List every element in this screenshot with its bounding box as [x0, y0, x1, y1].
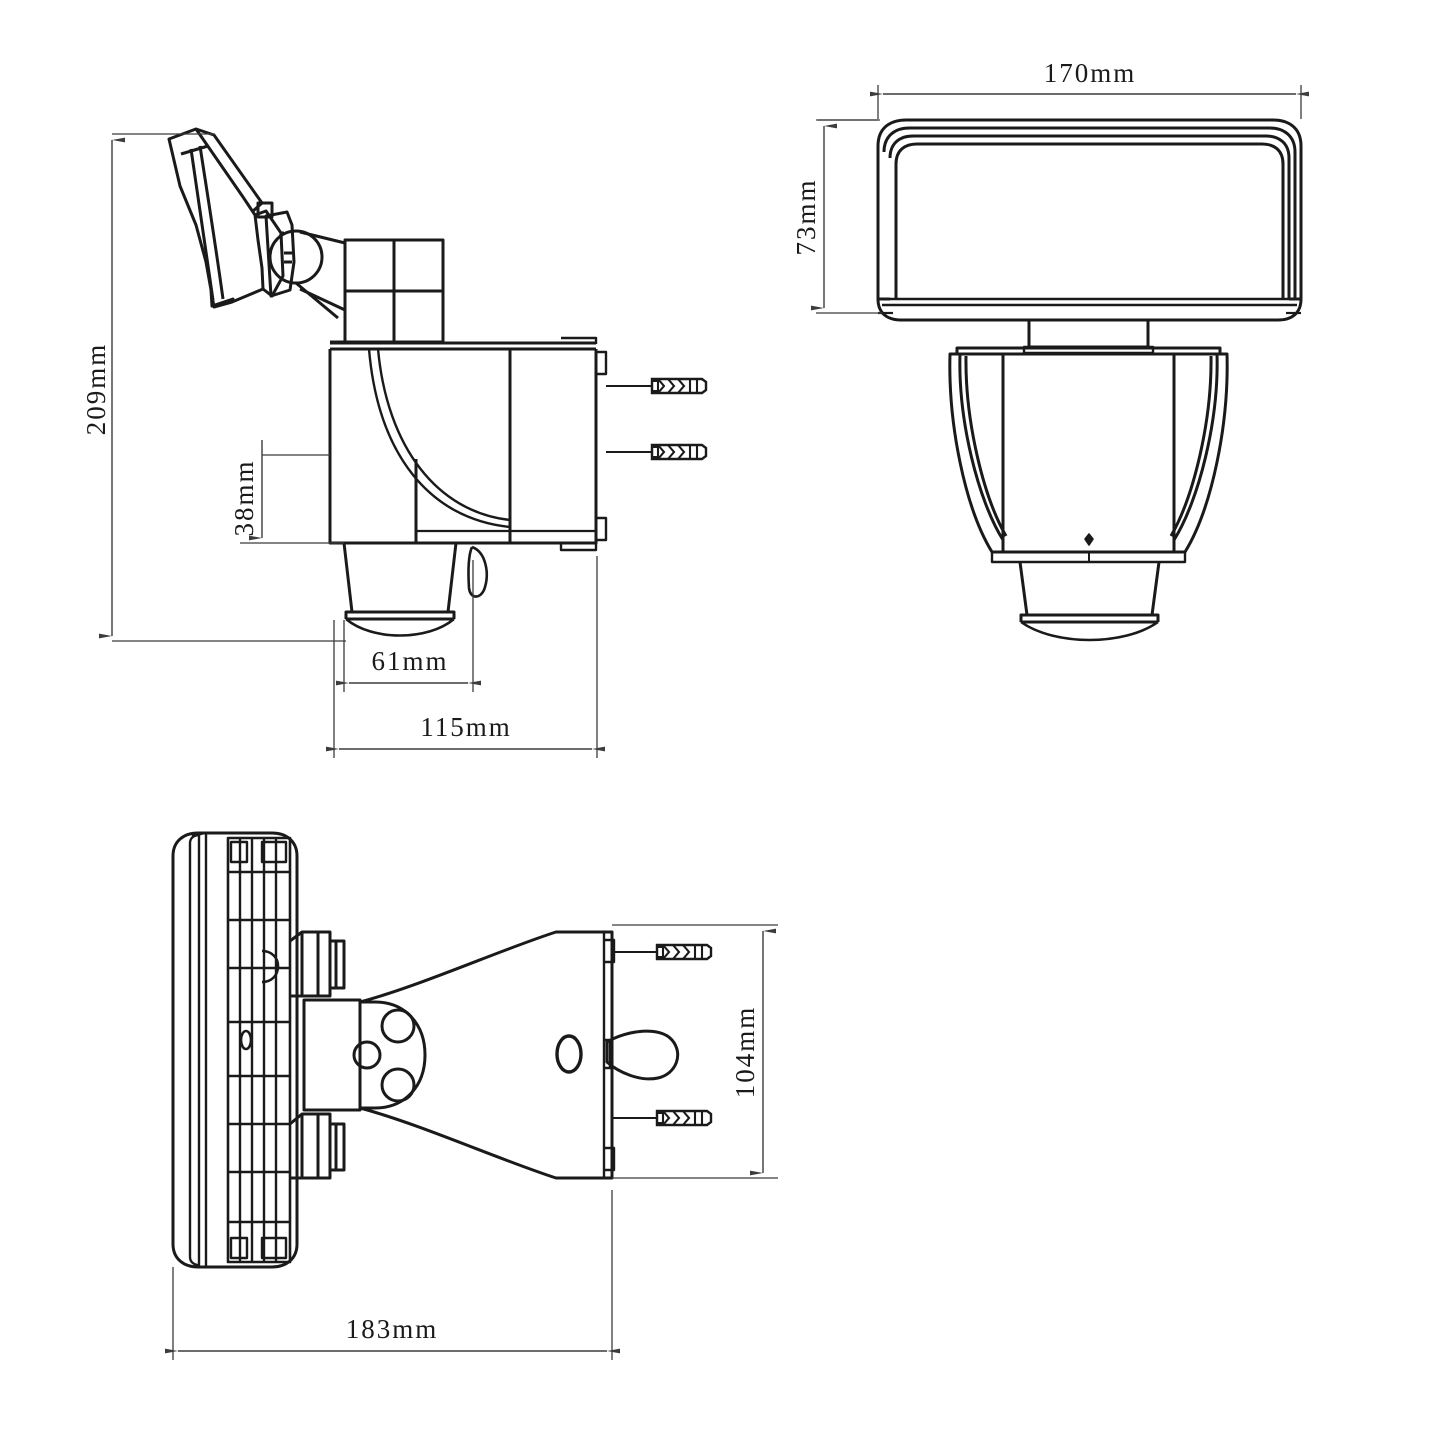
dimension-label-209mm: 209mm [81, 343, 111, 436]
front-sensor-body [948, 346, 1229, 564]
front-lamp-panel [876, 118, 1303, 322]
side-pir-dome [342, 542, 488, 637]
base-oval-hole [555, 1034, 583, 1074]
side-pivot-joint [256, 201, 347, 320]
bracket-hole-bottom [380, 1067, 416, 1103]
dimension-170mm: 170mm [818, 58, 1309, 121]
bracket-hole-left [352, 1040, 382, 1070]
top-wall-base [359, 930, 680, 1180]
side-wall-anchor-lower [604, 443, 708, 461]
top-swivel-bracket-upper [261, 930, 346, 998]
dimension-label-73mm: 73mm [791, 178, 821, 255]
dimension-104mm: 104mm [612, 924, 778, 1179]
dimension-38mm: 38mm [229, 440, 344, 544]
dimension-61mm: 61mm [336, 560, 481, 692]
dimension-label-115mm: 115mm [420, 712, 512, 742]
dimension-73mm: 73mm [791, 119, 882, 314]
side-lamp-head [167, 127, 285, 309]
top-lamp-housing [171, 831, 299, 1269]
dimension-label-183mm: 183mm [346, 1314, 439, 1344]
side-swivel-arm [330, 238, 445, 344]
top-wall-anchor-upper [609, 943, 713, 961]
side-elevation-view: 209mm 38mm 61mm 115mm [81, 127, 708, 758]
side-sensor-body [328, 336, 608, 552]
dimension-115mm: 115mm [326, 556, 605, 758]
front-pir-dome [1018, 561, 1161, 642]
top-mounting-bracket [302, 998, 427, 1112]
dimension-183mm: 183mm [165, 1190, 620, 1360]
dimension-209mm: 209mm [81, 133, 346, 642]
top-wall-anchor-lower [609, 1109, 713, 1127]
side-wall-anchor-upper [604, 377, 708, 395]
top-plan-view: 104mm 183mm [165, 831, 778, 1360]
dimension-label-38mm: 38mm [229, 459, 259, 536]
bracket-hole-top [380, 1008, 416, 1044]
dimension-label-170mm: 170mm [1044, 58, 1137, 88]
dimension-label-104mm: 104mm [730, 1006, 760, 1099]
dimension-label-61mm: 61mm [371, 646, 448, 676]
front-elevation-view: 170mm 73mm [791, 58, 1309, 642]
base-keyhole [605, 1029, 680, 1081]
top-swivel-bracket-lower [289, 1112, 346, 1180]
